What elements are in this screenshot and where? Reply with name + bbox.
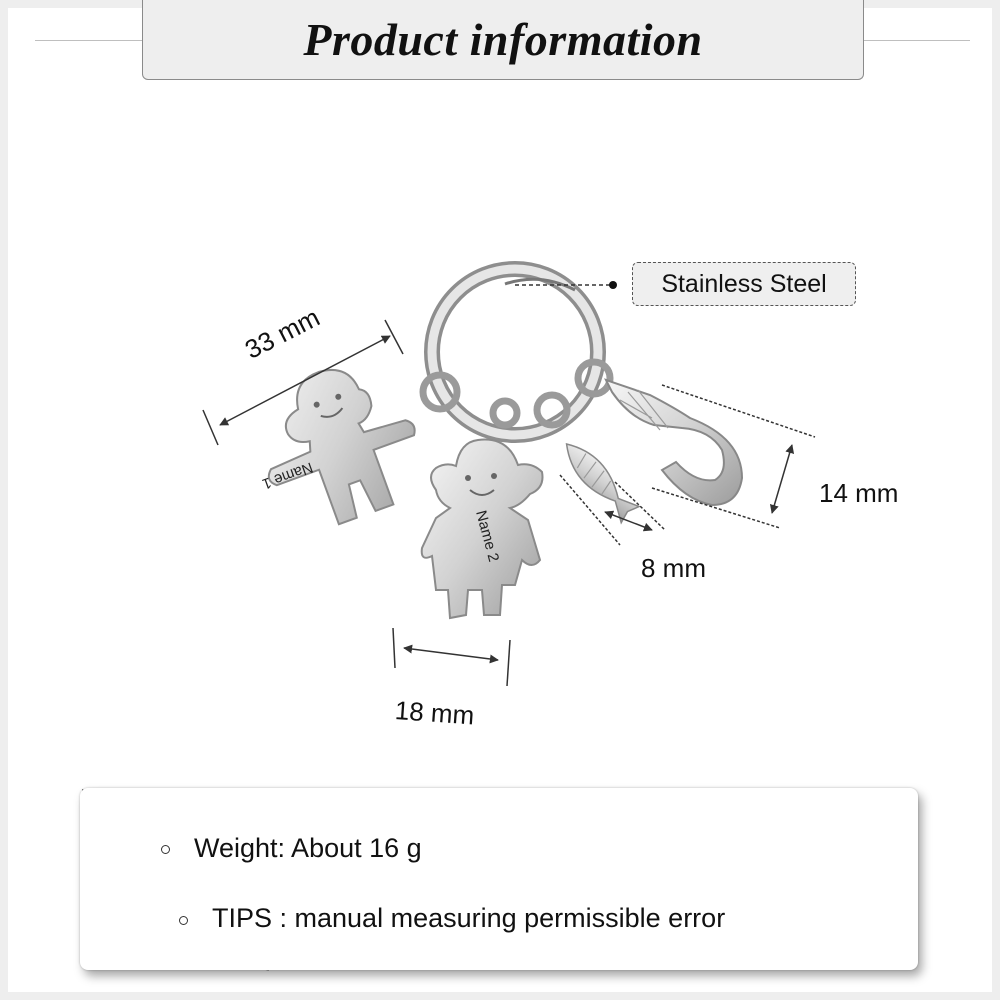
fish-charm [565,443,642,525]
dim-line-33mm [202,319,404,446]
key-ring [424,261,606,443]
material-leader [515,281,617,289]
boy-charm [267,368,416,526]
tips-bullet [179,916,188,925]
header-tab: Product information [142,0,864,80]
dim-line-18mm [392,627,511,687]
dim-label-girl-width: 18 mm [393,695,476,731]
weight-text: Weight: About 16 g [194,833,422,863]
dim-label-hook-length: 14 mm [819,478,899,508]
info-panel: Weight: About 16 g TIPS : manual measuri… [80,788,918,970]
header-rule-left [35,40,142,41]
girl-charm [420,438,544,620]
dim-label-fish-length: 8 mm [641,553,706,583]
material-label: Stainless Steel [661,269,827,298]
header-rule-right [864,40,970,41]
material-label-box: Stainless Steel [632,262,856,306]
dim-line-8mm [559,474,666,546]
hook-charm [604,378,744,507]
jump-rings [419,358,614,429]
tips-text: TIPS : manual measuring permissible erro… [212,903,726,933]
page-title: Product information [303,14,703,65]
dim-line-14mm [651,384,816,529]
weight-bullet [161,845,170,854]
